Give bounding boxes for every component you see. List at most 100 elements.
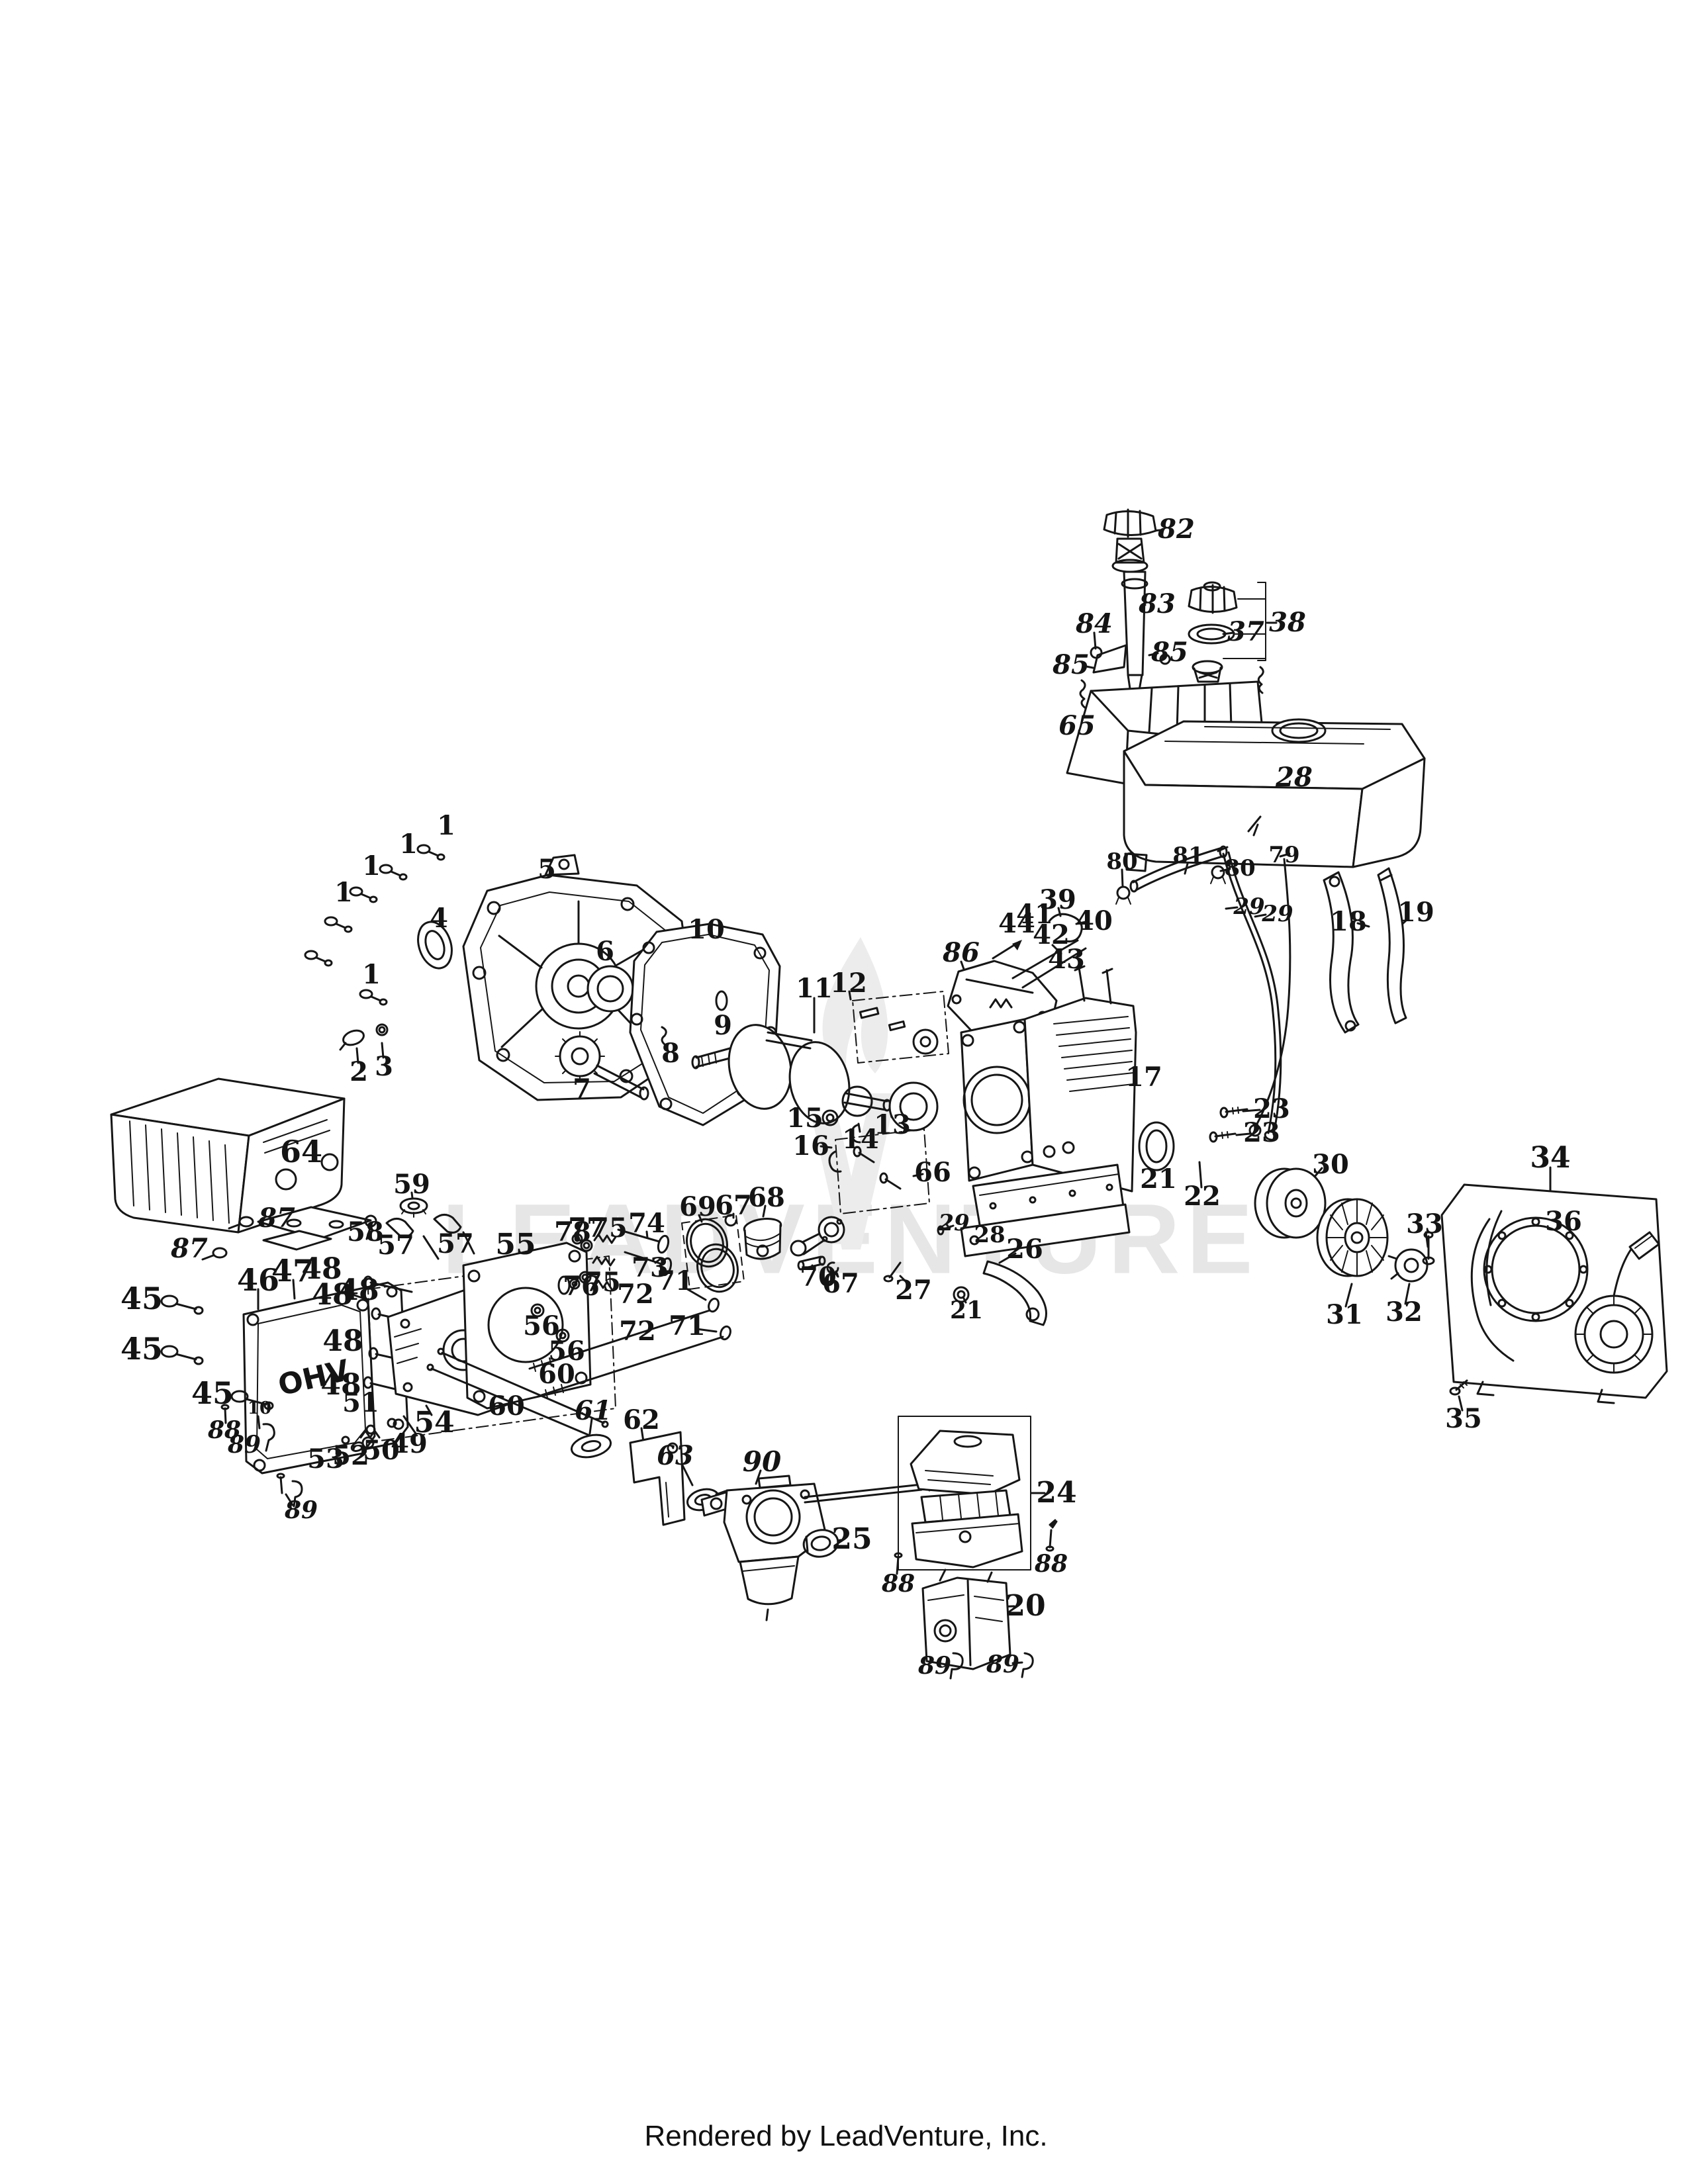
leader-line-3 <box>381 1042 385 1059</box>
fuel-line <box>1115 815 1262 905</box>
cover-bolts <box>304 844 445 1006</box>
carb-gasket <box>802 1529 839 1558</box>
part-label-75: 75 <box>590 1212 628 1244</box>
fuel-tank <box>1123 718 1426 872</box>
leader-line-16 <box>820 1145 833 1149</box>
leader-line-47 <box>292 1279 296 1300</box>
part-label-85: 85 <box>1053 649 1090 680</box>
part-label-48: 48 <box>312 1278 353 1312</box>
leader-line-23 <box>1242 1109 1261 1113</box>
leadventure-flame-watermark-icon <box>806 937 896 1250</box>
piston-pin <box>797 1255 826 1271</box>
rocker-arms <box>364 1197 475 1260</box>
part-label-39: 39 <box>1039 884 1076 915</box>
bolt-icon <box>416 844 445 861</box>
crankshaft <box>691 1024 892 1124</box>
part-label-50: 50 <box>363 1435 400 1466</box>
recoil-starter <box>1440 1183 1668 1404</box>
piston <box>743 1217 782 1260</box>
cylinder-block <box>960 965 1137 1257</box>
leader-line-85 <box>1148 652 1159 657</box>
part-label-38: 38 <box>1269 607 1306 638</box>
air-cleaner-assembly <box>898 1416 1031 1570</box>
part-label-23: 23 <box>1253 1093 1290 1124</box>
rod-guide-plate <box>570 1433 612 1459</box>
part-label-17: 17 <box>1125 1062 1162 1093</box>
bolt-icon <box>324 916 353 933</box>
governor-parts <box>883 1224 1047 1326</box>
part-label-37: 37 <box>1227 616 1264 647</box>
valve-cover: OHV <box>242 1291 376 1475</box>
cylinder-shields <box>1323 867 1407 1034</box>
leader-line-63 <box>680 1463 694 1486</box>
part-label-87: 87 <box>171 1233 208 1264</box>
part-label-81: 81 <box>1172 842 1204 869</box>
part-label-61: 61 <box>575 1395 612 1426</box>
part-label-45: 45 <box>120 1331 164 1367</box>
part-label-71: 71 <box>669 1310 706 1342</box>
part-label-10: 10 <box>247 1398 272 1418</box>
part-label-80: 80 <box>1106 848 1138 875</box>
part-label-1: 1 <box>362 959 381 990</box>
leader-line-2 <box>355 1047 359 1064</box>
part-label-52: 52 <box>332 1440 369 1471</box>
part-label-32: 32 <box>1385 1297 1423 1328</box>
part-label-34: 34 <box>1530 1141 1571 1175</box>
valves-and-springs <box>569 1228 673 1291</box>
part-label-63: 63 <box>657 1440 694 1471</box>
part-label-90: 90 <box>742 1445 782 1478</box>
leader-line-27 <box>899 1275 910 1285</box>
part-label-1: 1 <box>399 829 418 860</box>
leader-line-14 <box>857 1122 861 1133</box>
leader-line-71 <box>695 1328 718 1333</box>
rocker-hardware <box>341 1415 417 1452</box>
leader-line-29 <box>1254 913 1267 918</box>
part-label-88: 88 <box>207 1416 242 1444</box>
leader-line-54 <box>425 1404 433 1416</box>
part-label-75: 75 <box>584 1267 621 1298</box>
part-label-56: 56 <box>548 1336 585 1367</box>
part-label-78: 78 <box>554 1216 591 1248</box>
part-label-24: 24 <box>1036 1476 1077 1510</box>
part-label-35: 35 <box>1445 1403 1482 1434</box>
fuel-valve <box>1079 570 1171 709</box>
part-label-89: 89 <box>284 1496 318 1524</box>
part-label-70: 70 <box>800 1261 837 1293</box>
part-label-33: 33 <box>1406 1208 1443 1240</box>
part-label-84: 84 <box>1076 608 1113 639</box>
part-label-87: 87 <box>258 1203 295 1234</box>
leader-line-61 <box>588 1418 593 1435</box>
bolt-icon <box>379 864 408 881</box>
part-label-10: 10 <box>688 914 725 945</box>
oil-seal <box>1138 1121 1175 1171</box>
leader-line-23 <box>1235 1132 1251 1136</box>
rocker-studs <box>528 1297 731 1398</box>
render-credit-text: Rendered by LeadVenture, Inc. <box>644 2120 1048 2152</box>
part-label-46: 46 <box>236 1262 280 1298</box>
part-label-31: 31 <box>1326 1299 1363 1330</box>
leader-line-90 <box>755 1469 762 1485</box>
part-label-89: 89 <box>917 1652 952 1680</box>
part-label-83: 83 <box>1139 588 1176 619</box>
part-label-53: 53 <box>307 1443 344 1475</box>
bolt-icon <box>359 989 388 1006</box>
connecting-rod <box>790 1216 845 1257</box>
head-gasket <box>462 1242 592 1410</box>
part-label-88: 88 <box>881 1570 915 1598</box>
part-label-42: 42 <box>1033 919 1070 950</box>
part-label-68: 68 <box>748 1182 785 1213</box>
part-label-44: 44 <box>998 908 1035 939</box>
part-label-45: 45 <box>120 1281 164 1316</box>
part-label-73: 73 <box>632 1252 669 1283</box>
part-label-28: 28 <box>974 1222 1006 1248</box>
part-label-5: 5 <box>538 854 556 885</box>
starter-cup <box>1254 1167 1327 1239</box>
part-label-36: 36 <box>1545 1206 1582 1237</box>
part-label-77: 77 <box>568 1212 605 1244</box>
recoil-screw <box>1449 1379 1468 1396</box>
part-label-76: 76 <box>563 1271 600 1302</box>
part-label-47: 47 <box>271 1253 314 1289</box>
fuel-cap-kit <box>1188 581 1266 694</box>
part-label-21: 21 <box>1140 1163 1177 1195</box>
flywheel-bolt <box>1422 1231 1435 1265</box>
